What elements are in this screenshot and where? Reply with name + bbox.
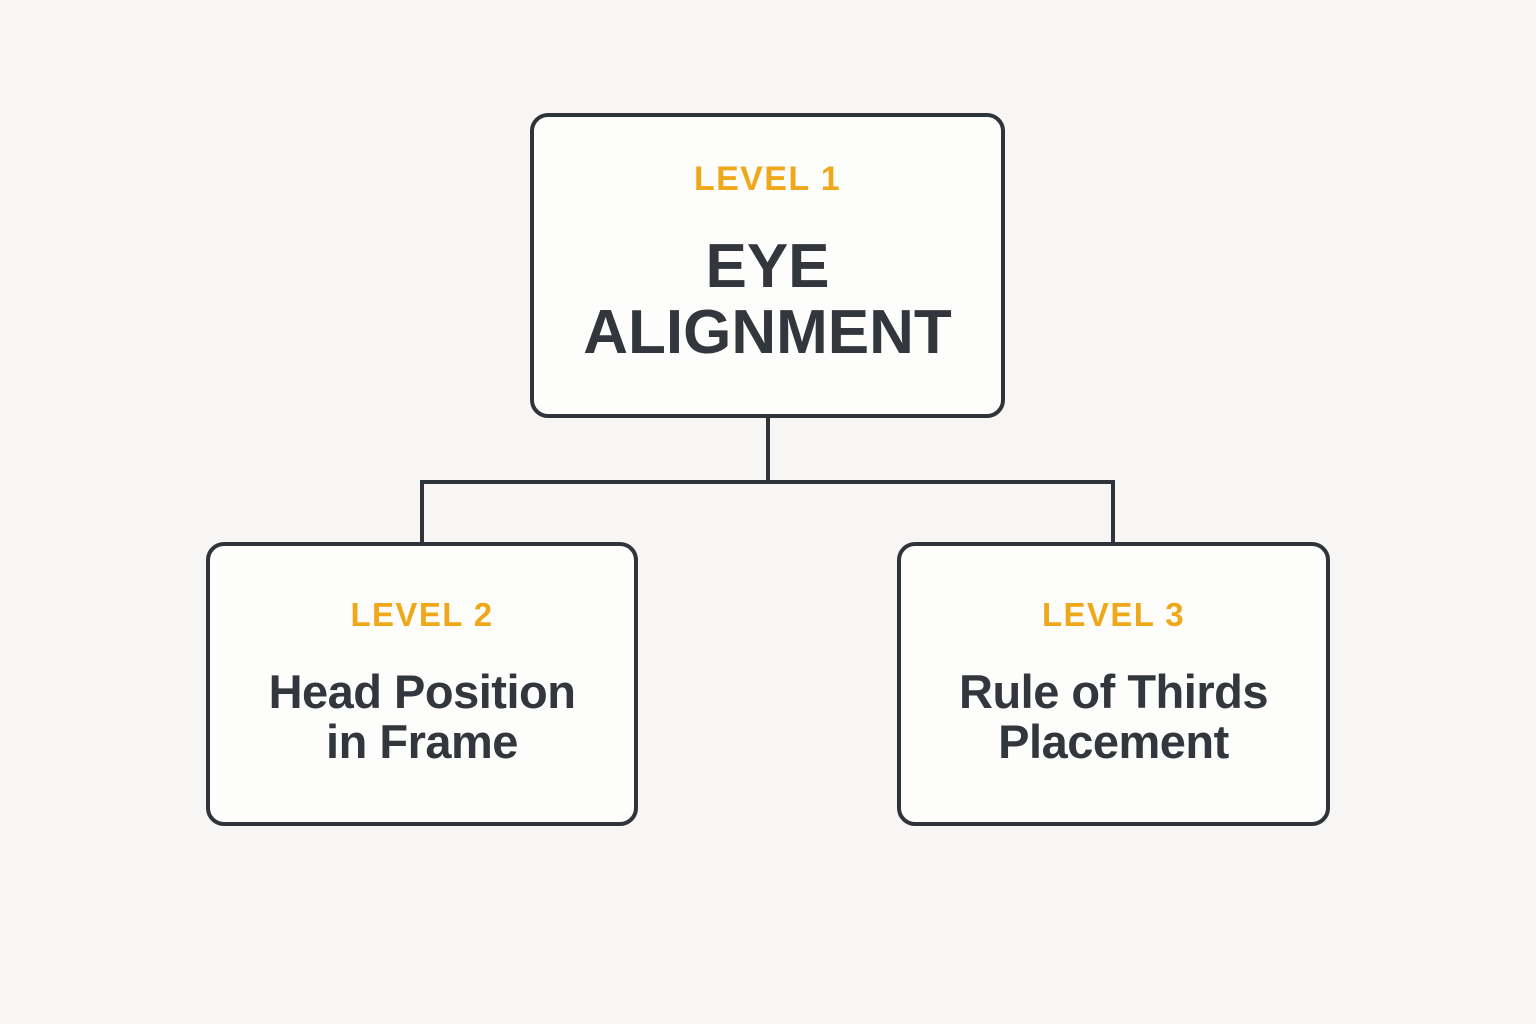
node-title-2: Head Position in Frame xyxy=(268,664,576,768)
node-level-2[interactable]: LEVEL 2 Head Position in Frame xyxy=(206,542,638,826)
level-label-1: LEVEL 1 xyxy=(693,159,842,198)
node-title-3-line-2: Placement xyxy=(998,714,1229,768)
node-title-2-line-2: in Frame xyxy=(326,714,518,768)
node-title-1-line-2: ALIGNMENT xyxy=(583,297,952,367)
node-level-3[interactable]: LEVEL 3 Rule of Thirds Placement xyxy=(897,542,1330,826)
node-title-1-line-1: EYE xyxy=(705,231,830,301)
node-level-1[interactable]: LEVEL 1 EYE ALIGNMENT xyxy=(530,113,1005,418)
node-title-3-line-1: Rule of Thirds xyxy=(959,664,1268,718)
node-title-1: EYE ALIGNMENT xyxy=(583,234,952,365)
node-title-2-line-1: Head Position xyxy=(268,664,576,718)
level-label-3: LEVEL 3 xyxy=(1041,595,1186,633)
node-title-3: Rule of Thirds Placement xyxy=(959,664,1268,768)
level-label-2: LEVEL 2 xyxy=(350,595,494,633)
